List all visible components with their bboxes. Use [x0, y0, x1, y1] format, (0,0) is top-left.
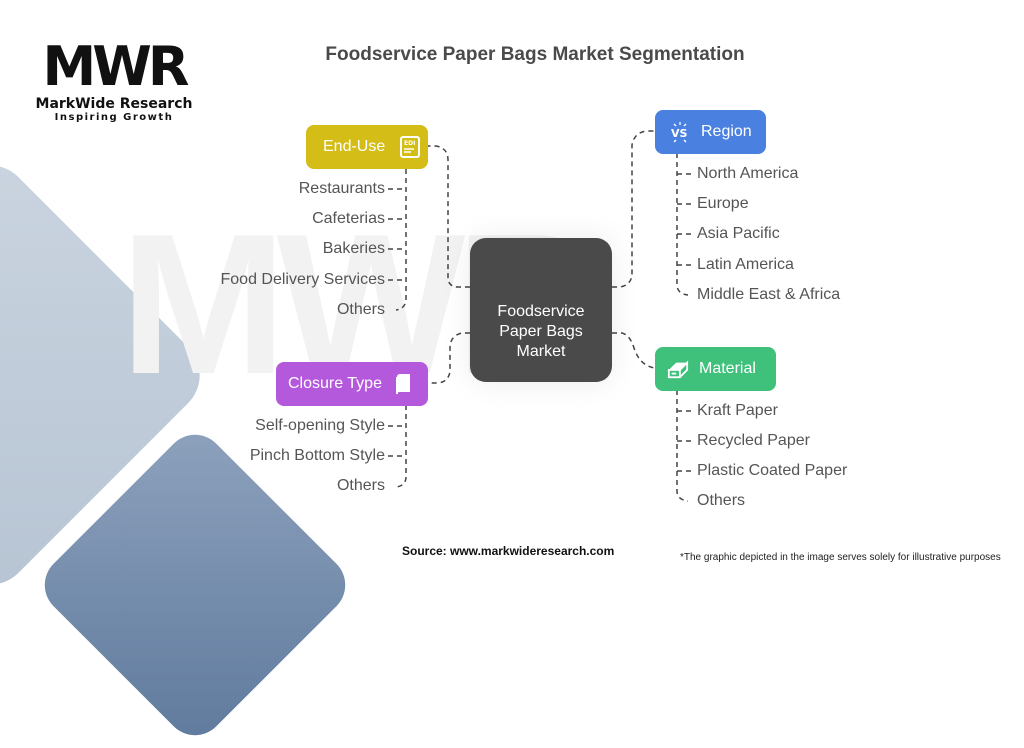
list-item: Self-opening Style — [255, 417, 385, 434]
logo: MWR MarkWide Research Inspiring Growth — [34, 35, 194, 124]
category-closure-type: Closure Type — [276, 362, 428, 406]
list-item: North America — [697, 165, 799, 182]
list-item: Asia Pacific — [697, 225, 780, 242]
category-region: VS Region — [655, 110, 766, 154]
page-title: Foodservice Paper Bags Market Segmentati… — [325, 44, 745, 65]
list-item: Cafeterias — [312, 210, 385, 227]
list-item: Others — [336, 477, 385, 494]
logo-name: MarkWide Research — [35, 96, 193, 112]
list-item: Europe — [697, 195, 749, 212]
center-label: Foodservice Paper Bags Market — [497, 303, 585, 360]
list-item: Middle East & Africa — [697, 286, 841, 303]
book-icon — [392, 373, 414, 395]
edi-document-icon: EDI — [399, 136, 421, 158]
eraser-icon — [667, 358, 689, 380]
list-item: Food Delivery Services — [220, 271, 386, 288]
svg-text:VS: VS — [671, 127, 688, 140]
list-item: Latin America — [697, 256, 794, 273]
svg-text:EDI: EDI — [404, 140, 415, 147]
category-label: Material — [699, 360, 756, 377]
category-end-use: End-Use EDI — [306, 125, 428, 169]
list-item: Recycled Paper — [697, 432, 810, 449]
center-node: Foodservice Paper Bags Market — [470, 238, 612, 382]
list-item: Others — [336, 301, 385, 318]
logo-tagline: Inspiring Growth — [54, 112, 174, 123]
category-label: Closure Type — [288, 375, 382, 392]
vs-sparkle-icon: VS — [669, 121, 691, 143]
category-material: Material — [655, 347, 776, 391]
list-item: Bakeries — [322, 240, 385, 257]
source-text: Source: www.markwideresearch.com — [402, 544, 615, 558]
category-label: End-Use — [323, 138, 386, 155]
list-item: Restaurants — [298, 180, 385, 197]
logo-mark: MWR — [42, 35, 190, 98]
list-item: Others — [697, 492, 746, 509]
disclaimer-note: *The graphic depicted in the image serve… — [680, 552, 1001, 563]
list-item: Kraft Paper — [697, 402, 778, 419]
connector-lines — [388, 130, 692, 502]
list-item: Plastic Coated Paper — [697, 462, 848, 479]
category-label: Region — [701, 123, 752, 140]
list-item: Pinch Bottom Style — [249, 447, 385, 464]
